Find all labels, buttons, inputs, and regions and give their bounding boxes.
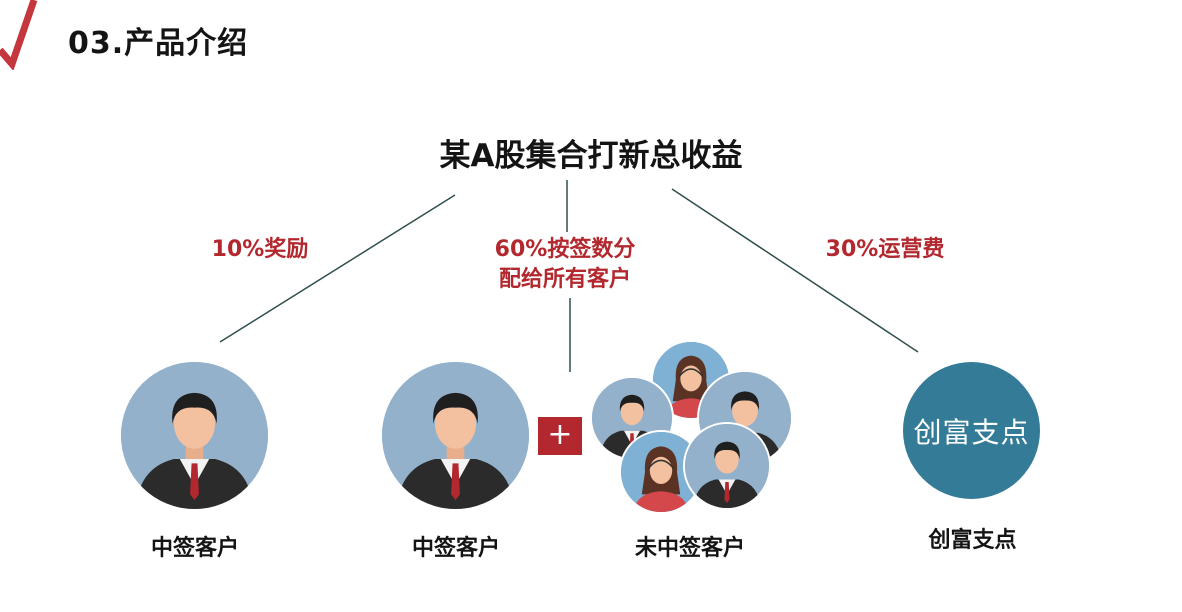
- node-label-brand: 创富支点: [928, 528, 1017, 553]
- connector-left: [219, 194, 456, 343]
- node-label-winning-client: 中签客户: [150, 536, 239, 561]
- section-title: 03.产品介绍: [68, 26, 249, 61]
- businessman-avatar-icon: [683, 422, 771, 510]
- businessman-avatar-icon: [121, 362, 268, 509]
- node-label-non-winning-client: 未中签客户: [634, 536, 745, 561]
- diagram-title: 某A股集合打新总收益: [439, 138, 743, 174]
- branch-label-reward: 10%奖励: [211, 237, 309, 262]
- branch-label-allocation: 60%按签数分 配给所有客户: [494, 237, 636, 292]
- plus-icon: +: [538, 417, 582, 455]
- corner-checkmark-icon: [0, 0, 38, 70]
- businessman-avatar-icon: [382, 362, 529, 509]
- brand-circle: 创富支点: [903, 362, 1040, 499]
- group-avatars-icon: [585, 340, 795, 515]
- branch-label-operation-fee: 30%运营费: [825, 237, 945, 262]
- connector-right: [671, 188, 919, 353]
- node-label-winning-client: 中签客户: [411, 536, 500, 561]
